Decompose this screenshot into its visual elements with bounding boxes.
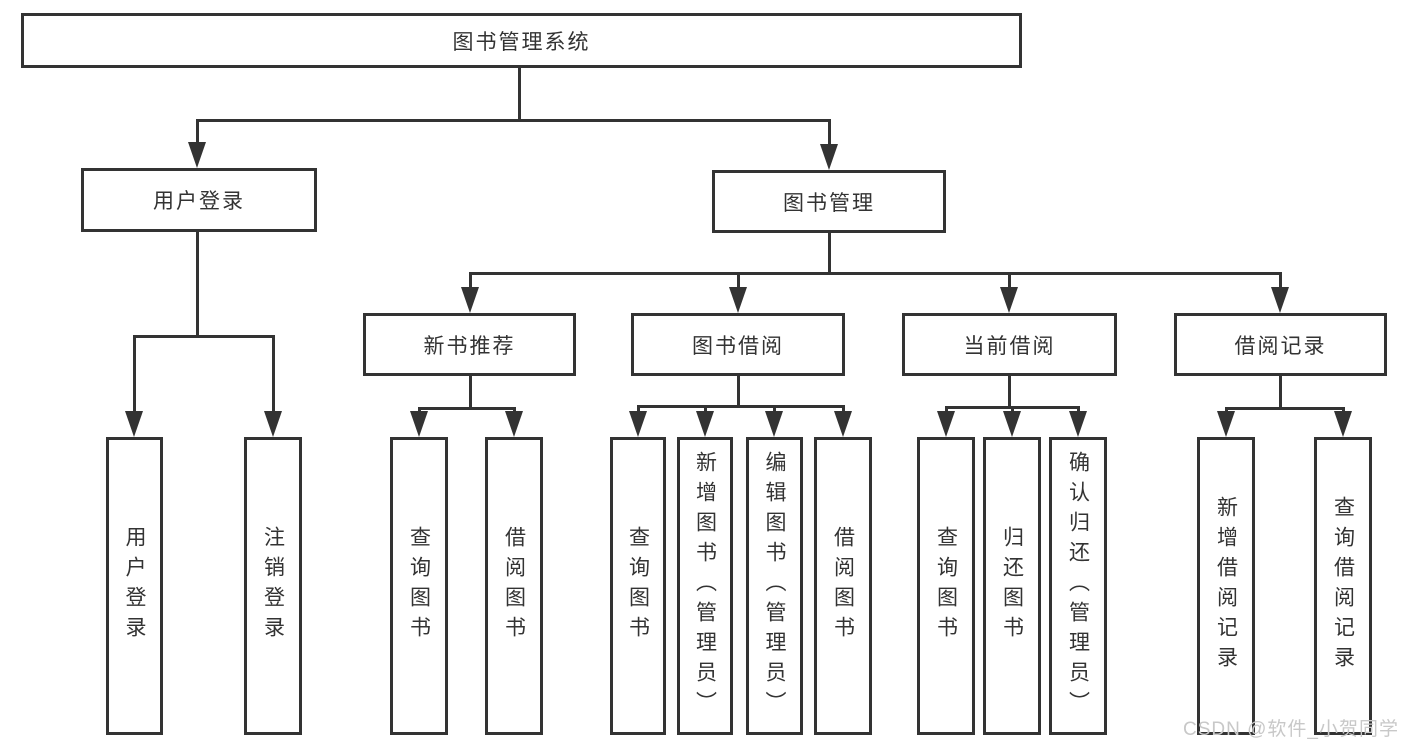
connector-line-horizontal (1224, 407, 1345, 410)
arrow-stem (736, 272, 740, 287)
node-leaf-cb-query: 查询图书 (917, 437, 975, 735)
node-leaf-bb-borrow: 借阅图书 (814, 437, 872, 735)
node-book-mgmt: 图书管理 (712, 170, 946, 233)
arrow-stem (944, 406, 948, 411)
node-leaf-bb-edit: 编辑图书（管理员） (746, 437, 803, 735)
node-current-borrow: 当前借阅 (902, 313, 1117, 376)
arrow-stem (636, 405, 640, 411)
node-book-mgmt-label: 图书管理 (783, 191, 875, 215)
node-user-login: 用户登录 (81, 168, 317, 232)
arrow-down-icon (1069, 411, 1087, 437)
node-leaf-bb-add-label: 新增图书（管理员） (693, 451, 717, 721)
connector-line-horizontal (468, 272, 1282, 275)
arrow-down-icon (820, 144, 838, 170)
arrow-down-icon (1000, 287, 1018, 313)
node-new-book-rec-label: 新书推荐 (423, 334, 516, 358)
arrow-down-icon (125, 411, 143, 437)
connector-line-vertical (827, 233, 831, 275)
arrow-stem (468, 272, 472, 287)
node-leaf-user-login: 用户登录 (106, 437, 163, 735)
node-leaf-rec-borrow-label: 借阅图书 (502, 526, 526, 646)
node-leaf-logout: 注销登录 (244, 437, 302, 735)
connector-line-vertical (468, 376, 472, 410)
node-user-login-label: 用户登录 (153, 190, 245, 213)
node-root: 图书管理系统 (21, 13, 1022, 68)
arrow-down-icon (264, 411, 282, 437)
connector-line-vertical (1278, 376, 1282, 410)
node-root-label: 图书管理系统 (452, 30, 591, 54)
node-leaf-cb-confirm: 确认归还（管理员） (1049, 437, 1107, 735)
node-leaf-br-query-label: 查询借阅记录 (1331, 496, 1355, 676)
arrow-stem (195, 119, 199, 142)
node-book-borrow: 图书借阅 (631, 313, 845, 376)
arrow-stem (1278, 272, 1282, 287)
node-leaf-logout-label: 注销登录 (261, 526, 285, 646)
node-leaf-rec-query-label: 查询图书 (407, 526, 431, 646)
node-leaf-bb-edit-label: 编辑图书（管理员） (763, 451, 787, 721)
arrow-stem (1010, 406, 1014, 411)
node-leaf-br-add: 新增借阅记录 (1197, 437, 1255, 735)
node-leaf-cb-query-label: 查询图书 (934, 526, 958, 646)
arrow-stem (1007, 272, 1011, 287)
arrow-down-icon (765, 411, 783, 437)
arrow-stem (1341, 407, 1345, 411)
connector-line-vertical (517, 68, 521, 122)
arrow-down-icon (1217, 411, 1235, 437)
node-leaf-bb-add: 新增图书（管理员） (677, 437, 733, 735)
node-leaf-bb-query-label: 查询图书 (626, 526, 650, 646)
node-current-borrow-label: 当前借阅 (963, 334, 1056, 358)
arrow-down-icon (729, 287, 747, 313)
node-leaf-bb-borrow-label: 借阅图书 (831, 526, 855, 646)
arrow-stem (827, 119, 831, 144)
arrow-down-icon (834, 411, 852, 437)
node-leaf-user-login-label: 用户登录 (123, 526, 147, 646)
watermark: CSDN @软件_小贺同学 (1183, 719, 1399, 740)
node-leaf-br-query: 查询借阅记录 (1314, 437, 1372, 735)
arrow-down-icon (505, 411, 523, 437)
node-leaf-cb-return-label: 归还图书 (1000, 526, 1024, 646)
arrow-down-icon (461, 287, 479, 313)
connector-line-vertical (1007, 376, 1011, 409)
node-borrow-records-label: 借阅记录 (1234, 334, 1327, 358)
arrow-stem (1076, 406, 1080, 411)
node-leaf-rec-query: 查询图书 (390, 437, 448, 735)
node-leaf-br-add-label: 新增借阅记录 (1214, 496, 1238, 676)
node-leaf-rec-borrow: 借阅图书 (485, 437, 543, 735)
node-book-borrow-label: 图书借阅 (692, 334, 784, 358)
arrow-down-icon (1334, 411, 1352, 437)
arrow-down-icon (937, 411, 955, 437)
node-leaf-bb-query: 查询图书 (610, 437, 666, 735)
arrow-down-icon (1271, 287, 1289, 313)
connector-line-vertical (195, 232, 199, 338)
connector-line-horizontal (417, 407, 516, 410)
arrow-down-icon (1003, 411, 1021, 437)
arrow-stem (271, 335, 275, 411)
arrow-down-icon (188, 142, 206, 168)
connector-line-horizontal (132, 335, 275, 338)
arrow-stem (703, 405, 707, 411)
arrow-stem (1224, 407, 1228, 411)
connector-line-horizontal (636, 405, 845, 408)
node-new-book-rec: 新书推荐 (363, 313, 576, 376)
arrow-down-icon (629, 411, 647, 437)
arrow-stem (132, 335, 136, 411)
node-leaf-cb-return: 归还图书 (983, 437, 1041, 735)
arrow-stem (841, 405, 845, 411)
arrow-stem (512, 407, 516, 411)
arrow-stem (417, 407, 421, 411)
node-leaf-cb-confirm-label: 确认归还（管理员） (1066, 451, 1090, 721)
connector-line-vertical (736, 376, 740, 408)
arrow-down-icon (410, 411, 428, 437)
arrow-down-icon (696, 411, 714, 437)
arrow-stem (772, 405, 776, 411)
node-borrow-records: 借阅记录 (1174, 313, 1387, 376)
connector-line-horizontal (195, 119, 831, 122)
